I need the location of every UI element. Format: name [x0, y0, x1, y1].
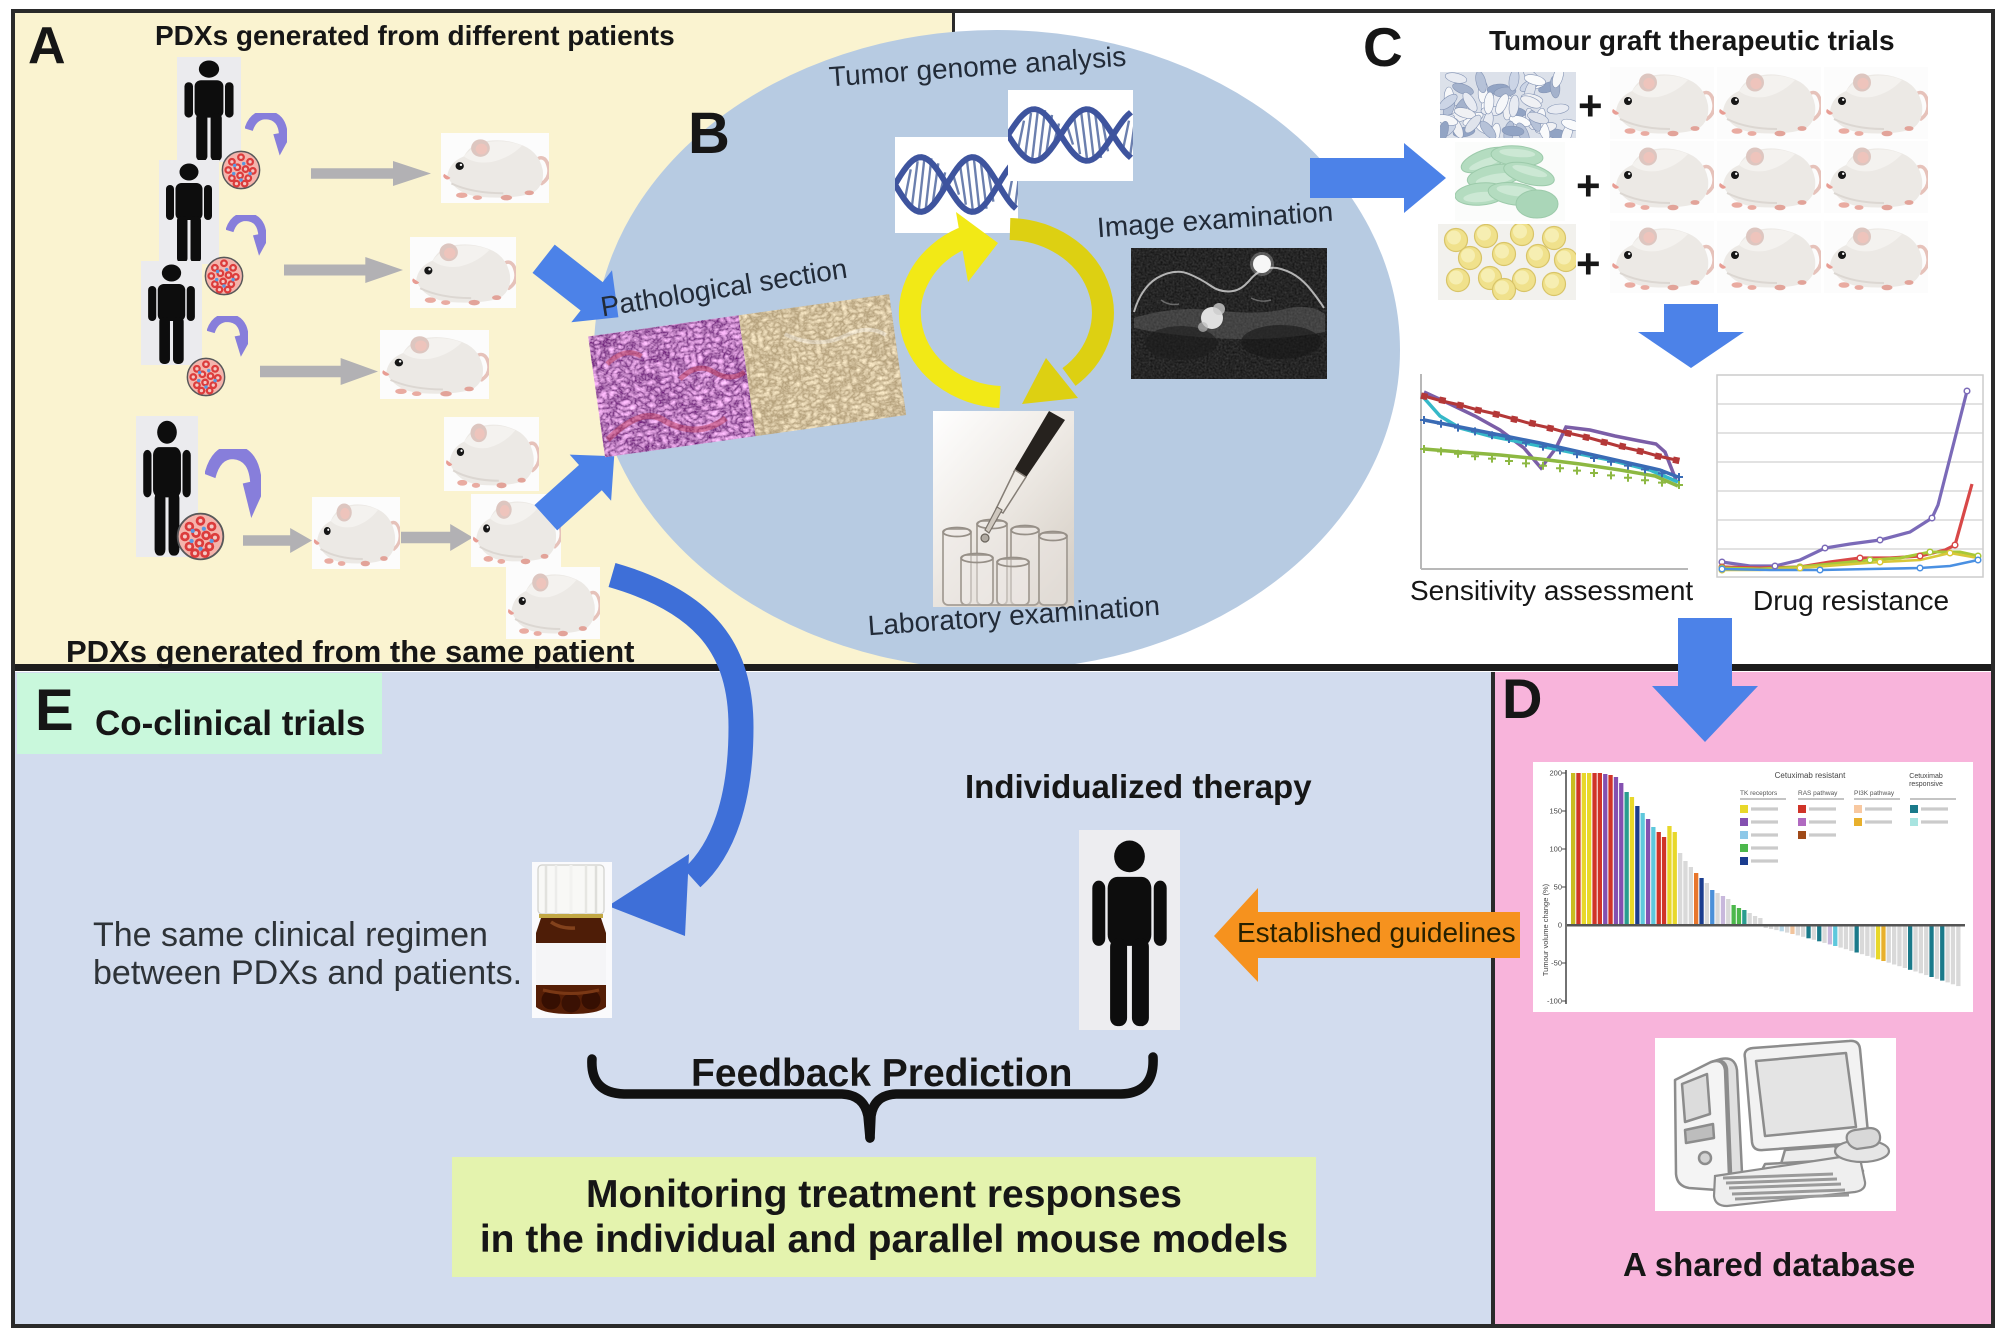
svg-text:-50: -50 — [1551, 959, 1562, 968]
svg-text:0: 0 — [1558, 921, 1562, 930]
svg-text:Tumour volume change (%): Tumour volume change (%) — [1541, 883, 1550, 976]
svg-text:100: 100 — [1549, 845, 1562, 854]
svg-text:Cetuximab resistant: Cetuximab resistant — [1775, 771, 1846, 780]
svg-text:responsive: responsive — [1909, 781, 1943, 788]
svg-text:RAS pathway: RAS pathway — [1798, 790, 1838, 797]
svg-text:Cetuximab: Cetuximab — [1909, 773, 1943, 780]
svg-text:200: 200 — [1549, 769, 1562, 778]
svg-text:TK receptors: TK receptors — [1740, 790, 1778, 797]
svg-text:PI3K pathway: PI3K pathway — [1854, 790, 1895, 797]
svg-text:150: 150 — [1549, 807, 1562, 816]
svg-text:-100: -100 — [1547, 997, 1562, 1006]
svg-text:50: 50 — [1554, 883, 1562, 892]
